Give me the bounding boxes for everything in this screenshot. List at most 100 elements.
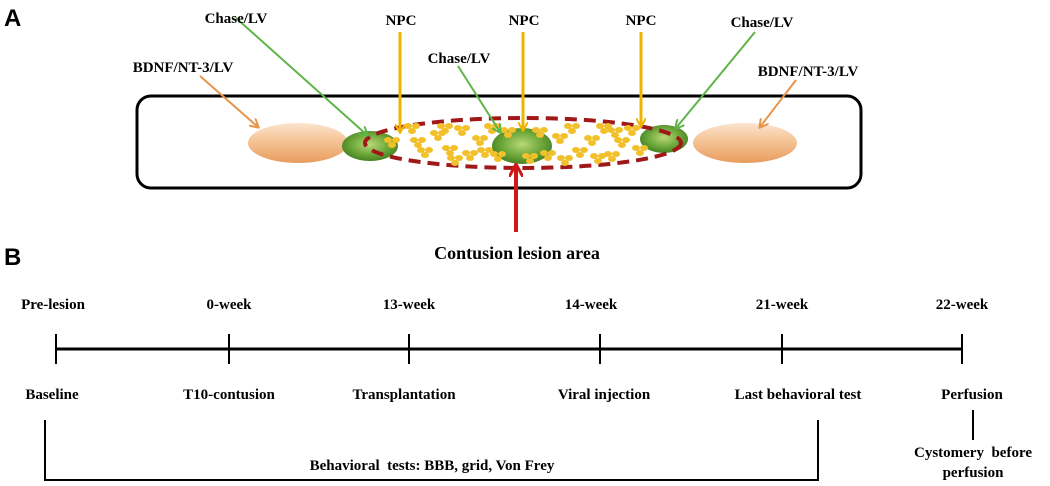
npc-cell bbox=[490, 151, 498, 157]
npc-cell bbox=[481, 152, 489, 158]
panel-b-label: B bbox=[4, 244, 21, 271]
npc-cell bbox=[572, 147, 580, 153]
npc-cell bbox=[560, 133, 568, 139]
npc-cell bbox=[536, 132, 544, 138]
lesion-outline bbox=[363, 116, 683, 170]
npc-cell bbox=[568, 128, 576, 134]
npc-cell bbox=[462, 150, 470, 156]
panel-a-label: A bbox=[4, 5, 21, 32]
npc-cell bbox=[588, 140, 596, 146]
npc-cell bbox=[462, 125, 470, 131]
timepoint-event-label: Transplantation bbox=[352, 387, 456, 403]
npc-cell bbox=[404, 123, 412, 129]
npc-cell bbox=[612, 151, 620, 157]
npc-cell bbox=[544, 155, 552, 161]
chase-arrow-left bbox=[235, 17, 367, 135]
timepoint-label: 22-week bbox=[936, 297, 989, 313]
timepoint-event-label: Perfusion bbox=[941, 387, 1003, 403]
npc-cell bbox=[618, 142, 626, 148]
npc-cell bbox=[590, 153, 598, 159]
npc-cell bbox=[455, 155, 463, 161]
npc-cell bbox=[584, 135, 592, 141]
npc-cell bbox=[522, 153, 530, 159]
npc-cell bbox=[592, 135, 600, 141]
npc-cell bbox=[458, 130, 466, 136]
npc-cell bbox=[384, 137, 392, 143]
npc-cell bbox=[410, 137, 418, 143]
npc-cell-clusters bbox=[384, 123, 648, 166]
chase-label-center: Chase/LV bbox=[428, 51, 491, 67]
npc-cell bbox=[392, 137, 400, 143]
lesion-label: Contusion lesion area bbox=[434, 243, 600, 263]
npc-cell bbox=[600, 128, 608, 134]
timepoint-label: 0-week bbox=[207, 297, 253, 313]
npc-cell bbox=[540, 150, 548, 156]
npc-cell bbox=[494, 156, 502, 162]
npc-cell bbox=[421, 152, 429, 158]
npc-cell bbox=[442, 145, 450, 151]
spinal-cord-outline bbox=[135, 94, 863, 190]
npc-cell bbox=[417, 147, 425, 153]
timepoint-label: 14-week bbox=[565, 297, 618, 313]
npc-cell bbox=[640, 145, 648, 151]
npc-cell bbox=[572, 123, 580, 129]
npc-cell bbox=[636, 150, 644, 156]
npc-cell bbox=[504, 132, 512, 138]
bdnf-label-right: BDNF/NT-3/LV bbox=[758, 64, 859, 80]
chase-label-right: Chase/LV bbox=[731, 15, 794, 31]
bdnf-blob-right bbox=[693, 123, 797, 163]
timepoint-label: 21-week bbox=[756, 297, 809, 313]
npc-cell bbox=[548, 150, 556, 156]
npc-cell bbox=[412, 123, 420, 129]
npc-cell bbox=[466, 155, 474, 161]
npc-cell bbox=[470, 150, 478, 156]
npc-cell bbox=[611, 132, 619, 138]
bdnf-blob-left bbox=[248, 123, 348, 163]
npc-cell bbox=[437, 123, 445, 129]
npc-cell bbox=[622, 137, 630, 143]
npc-label-left: NPC bbox=[386, 13, 417, 29]
npc-cell bbox=[608, 156, 616, 162]
npc-cell bbox=[526, 158, 534, 164]
timepoint-event-label: Last behavioral test bbox=[735, 387, 862, 403]
npc-cell bbox=[552, 133, 560, 139]
npc-cell bbox=[624, 125, 632, 131]
npc-cell bbox=[561, 160, 569, 166]
timepoint-event-label: Baseline bbox=[25, 387, 79, 403]
npc-cell bbox=[598, 153, 606, 159]
npc-cell bbox=[418, 137, 426, 143]
bdnf-arrow-left bbox=[199, 75, 258, 127]
cystomery-label-line2: perfusion bbox=[943, 465, 1005, 481]
npc-cell bbox=[454, 125, 462, 131]
npc-cell bbox=[446, 150, 454, 156]
npc-cell bbox=[484, 123, 492, 129]
timepoint-event-label: Viral injection bbox=[558, 387, 651, 403]
npc-cell bbox=[604, 151, 612, 157]
npc-cell bbox=[540, 127, 548, 133]
npc-cell bbox=[450, 145, 458, 151]
timepoint-label: Pre-lesion bbox=[21, 297, 86, 313]
npc-label-center: NPC bbox=[509, 13, 540, 29]
npc-cell bbox=[614, 137, 622, 143]
npc-cell bbox=[556, 138, 564, 144]
graft-right bbox=[640, 125, 688, 153]
npc-cell bbox=[472, 135, 480, 141]
npc-cell bbox=[476, 140, 484, 146]
npc-cell bbox=[445, 123, 453, 129]
chase-arrow-right bbox=[676, 31, 756, 128]
npc-cell bbox=[596, 123, 604, 129]
npc-cell bbox=[565, 155, 573, 161]
timeline-points: Pre-lesionBaseline0-weekT10-contusion13-… bbox=[21, 297, 1003, 403]
npc-cell bbox=[480, 135, 488, 141]
bdnf-label-left: BDNF/NT-3/LV bbox=[133, 60, 234, 76]
npc-cell bbox=[388, 142, 396, 148]
bdnf-arrow-right bbox=[760, 79, 797, 127]
chase-arrow-center bbox=[457, 65, 500, 132]
behavioral-tests-label: Behavioral tests: BBB, grid, Von Frey bbox=[310, 458, 555, 474]
npc-cell bbox=[434, 135, 442, 141]
cystomery-label-line1: Cystomery before bbox=[914, 445, 1032, 461]
npc-cell bbox=[576, 152, 584, 158]
npc-cell bbox=[441, 128, 449, 134]
timepoint-label: 13-week bbox=[383, 297, 436, 313]
